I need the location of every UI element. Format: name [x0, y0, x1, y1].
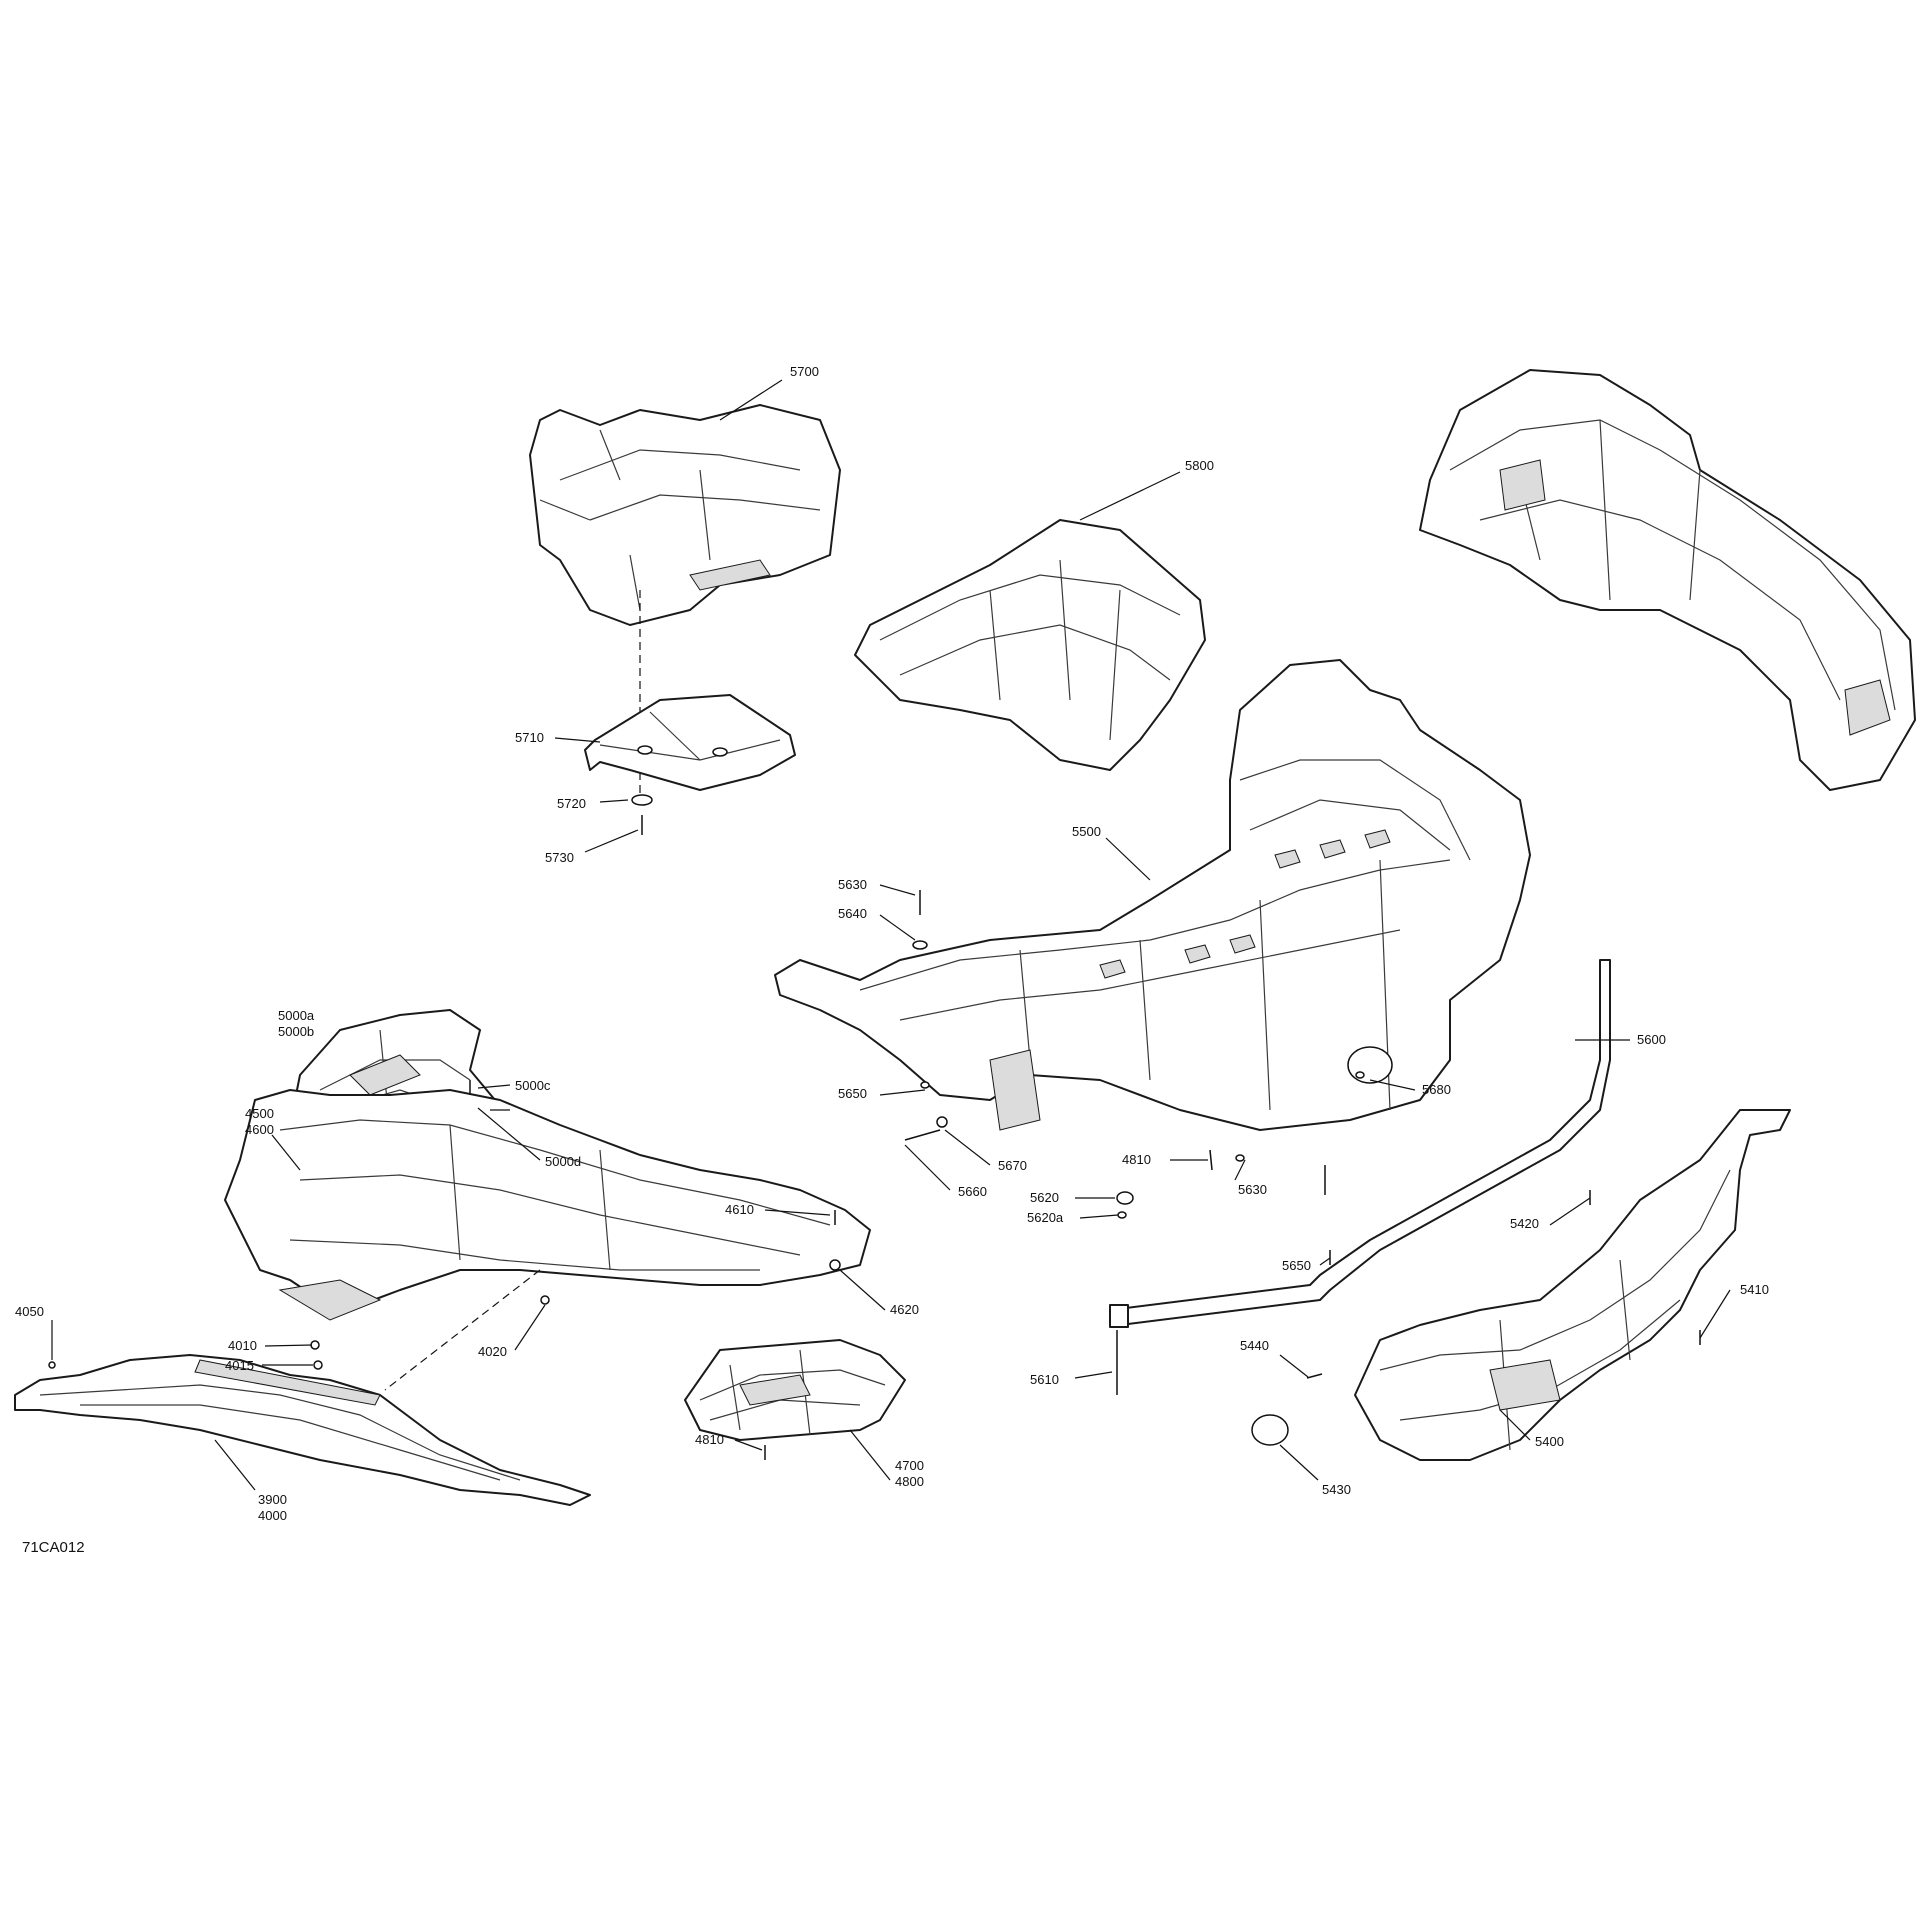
part-5700-upper-cover: [529, 404, 841, 626]
callout-4500: 4500: [245, 1106, 274, 1121]
callout-3900: 3900: [258, 1492, 287, 1507]
callout-4600: 4600: [245, 1122, 274, 1137]
callout-4700: 4700: [895, 1458, 924, 1473]
part-3900-running-board: [14, 1354, 591, 1506]
callout-4810-bottom: 4810: [695, 1432, 724, 1447]
callout-5650-lower: 5650: [1282, 1258, 1311, 1273]
callout-5410: 5410: [1740, 1282, 1769, 1297]
part-4700-footrest: [684, 1339, 906, 1441]
callout-5400: 5400: [1535, 1434, 1564, 1449]
callout-5660: 5660: [958, 1184, 987, 1199]
callout-5700: 5700: [790, 364, 819, 379]
callout-4610: 4610: [725, 1202, 754, 1217]
callout-5430: 5430: [1322, 1482, 1351, 1497]
callout-5000a: 5000a: [278, 1008, 315, 1023]
callout-5600: 5600: [1637, 1032, 1666, 1047]
part-5400-front-fender: [1251, 1109, 1791, 1461]
callout-labels: 5700 5800 5710 5720 5730 5500 5630 5640 …: [15, 364, 1769, 1523]
callout-4000: 4000: [258, 1508, 287, 1523]
callout-4800: 4800: [895, 1474, 924, 1489]
part-5720-grommet: [631, 794, 653, 806]
callout-5500: 5500: [1072, 824, 1101, 839]
callout-5630-lower: 5630: [1238, 1182, 1267, 1197]
callout-5440: 5440: [1240, 1338, 1269, 1353]
callout-5420: 5420: [1510, 1216, 1539, 1231]
callout-5630: 5630: [838, 877, 867, 892]
callout-5620: 5620: [1030, 1190, 1059, 1205]
callout-4020: 4020: [478, 1344, 507, 1359]
dash-4020: [384, 1269, 541, 1391]
callout-4620: 4620: [890, 1302, 919, 1317]
callout-5640: 5640: [838, 906, 867, 921]
part-5500-floor: [774, 659, 1531, 1131]
hardware: [48, 890, 1701, 1460]
callout-4010: 4010: [228, 1338, 257, 1353]
callout-5610: 5610: [1030, 1372, 1059, 1387]
leader-lines: [51, 379, 1731, 1491]
callout-5650: 5650: [838, 1086, 867, 1101]
callout-5620a: 5620a: [1027, 1210, 1064, 1225]
part-5710-bracket: [584, 694, 796, 791]
callout-5800: 5800: [1185, 458, 1214, 473]
part-4500-side-panel: [224, 1089, 871, 1321]
callout-5000d: 5000d: [545, 1154, 581, 1169]
part-5430-cap: [1251, 1414, 1289, 1446]
part-rear-fender: [1419, 369, 1916, 791]
callout-4810-top: 4810: [1122, 1152, 1151, 1167]
callout-5730: 5730: [545, 850, 574, 865]
callout-5670: 5670: [998, 1158, 1027, 1173]
callout-5000b: 5000b: [278, 1024, 314, 1039]
callout-5000c: 5000c: [515, 1078, 551, 1093]
part-5800-console: [854, 519, 1206, 771]
callout-4015: 4015: [225, 1358, 254, 1373]
callout-5720: 5720: [557, 796, 586, 811]
part-5600-tube-rail: [1109, 959, 1611, 1328]
callout-4050: 4050: [15, 1304, 44, 1319]
callout-5710: 5710: [515, 730, 544, 745]
figure-reference: 71CA012: [22, 1539, 85, 1556]
callout-5680: 5680: [1422, 1082, 1451, 1097]
